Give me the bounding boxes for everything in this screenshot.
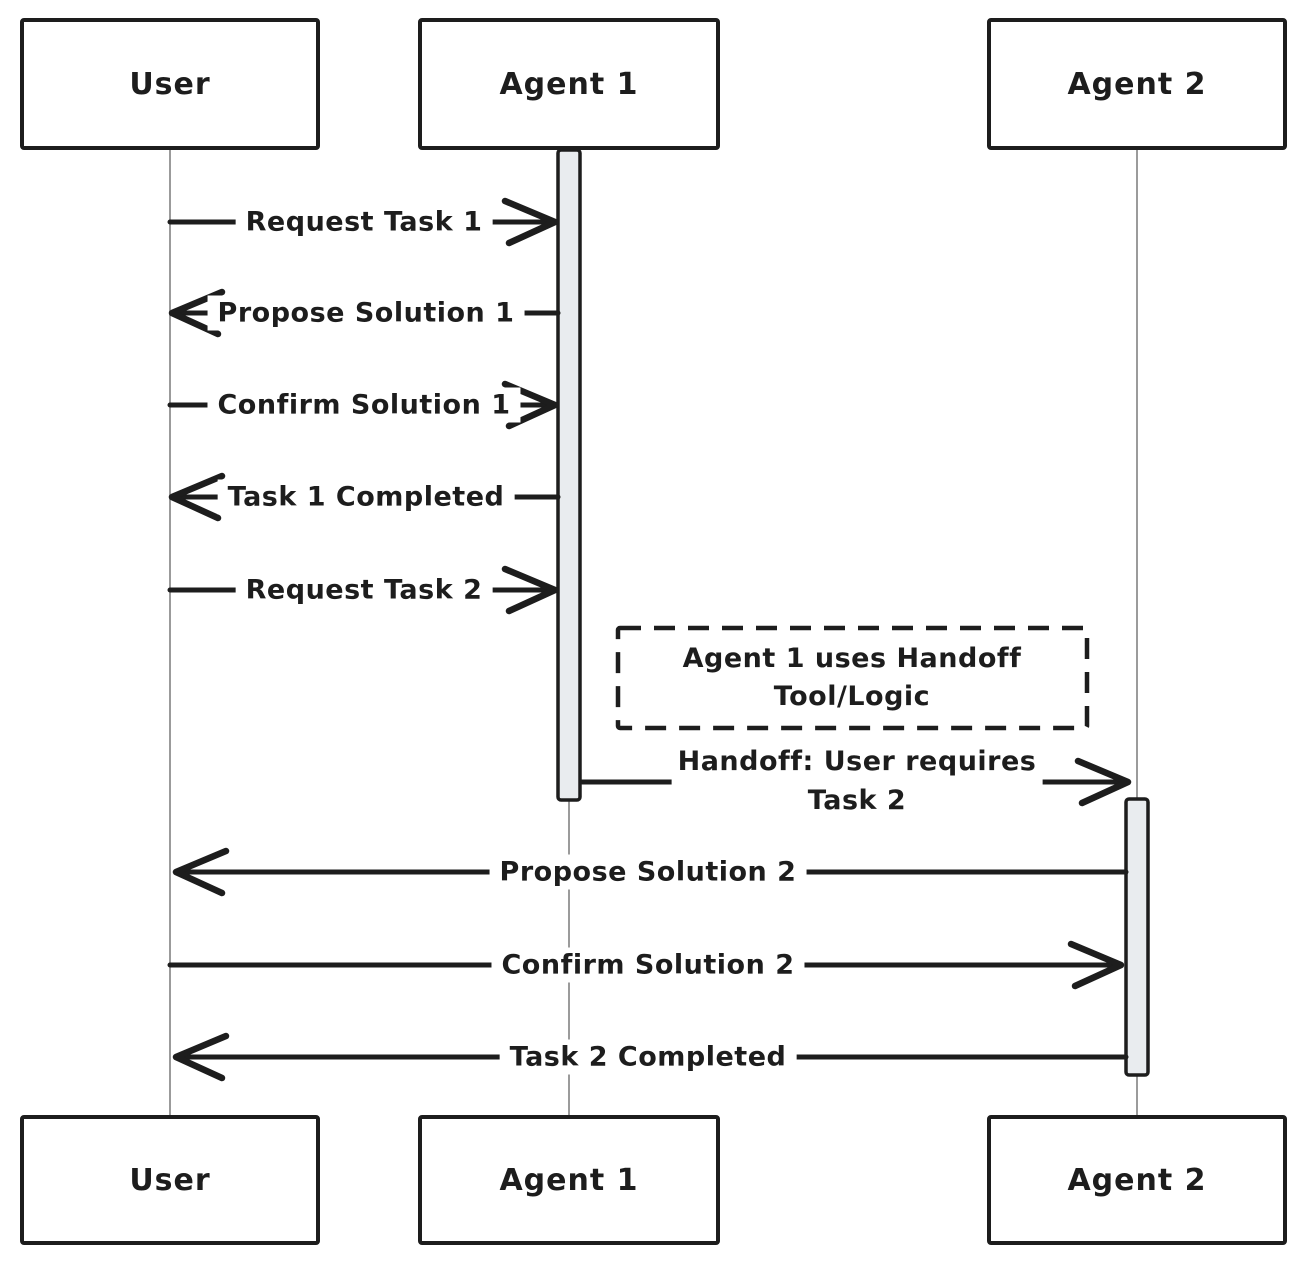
note-text: Agent 1 uses Handoff Tool/Logic xyxy=(683,640,1022,716)
note-box xyxy=(615,625,1090,731)
arrowhead-left-icon xyxy=(168,472,226,522)
message-label-propose-solution-1: Propose Solution 1 xyxy=(207,295,525,331)
participant-box-agent1-top: Agent 1 xyxy=(418,18,720,150)
arrowhead-left-icon xyxy=(172,847,230,897)
note-text-line: Tool/Logic xyxy=(773,681,931,712)
message-label-confirm-solution-2: Confirm Solution 2 xyxy=(491,947,805,983)
participant-box-user-top: User xyxy=(20,18,320,150)
message-label-request-task-2: Request Task 2 xyxy=(235,572,493,608)
participant-box-agent2-bottom: Agent 2 xyxy=(987,1115,1287,1245)
message-label-task-2-completed: Task 2 Completed xyxy=(499,1039,797,1075)
message-label-propose-solution-2: Propose Solution 2 xyxy=(489,854,807,890)
arrowhead-right-icon xyxy=(1067,940,1125,990)
message-label-line: Task 2 xyxy=(807,785,907,816)
message-label-request-task-1: Request Task 1 xyxy=(235,204,493,240)
message-label-task-1-completed: Task 1 Completed xyxy=(217,479,515,515)
participant-box-agent1-bottom: Agent 1 xyxy=(418,1115,720,1245)
message-label-confirm-solution-1: Confirm Solution 1 xyxy=(207,387,521,423)
participant-label: User xyxy=(129,1162,211,1198)
activation-bar-agent2 xyxy=(1124,797,1150,1077)
participant-label: User xyxy=(129,66,211,102)
arrowhead-left-icon xyxy=(168,288,226,338)
arrowhead-right-icon xyxy=(1074,757,1132,807)
participant-label: Agent 1 xyxy=(499,66,639,102)
message-label-handoff: Handoff: User requires Task 2 xyxy=(671,740,1043,822)
participant-label: Agent 1 xyxy=(499,1162,639,1198)
participant-label: Agent 2 xyxy=(1067,1162,1207,1198)
activation-bar-agent1 xyxy=(556,148,582,802)
participant-box-agent2-top: Agent 2 xyxy=(987,18,1287,150)
message-label-line: Handoff: User requires xyxy=(677,746,1037,777)
participant-box-user-bottom: User xyxy=(20,1115,320,1245)
note-text-line: Agent 1 uses Handoff xyxy=(682,643,1022,674)
arrowhead-right-icon xyxy=(501,565,559,615)
participant-label: Agent 2 xyxy=(1067,66,1207,102)
arrowhead-right-icon xyxy=(501,197,559,247)
arrowhead-left-icon xyxy=(172,1032,230,1082)
arrowhead-right-icon xyxy=(501,380,559,430)
